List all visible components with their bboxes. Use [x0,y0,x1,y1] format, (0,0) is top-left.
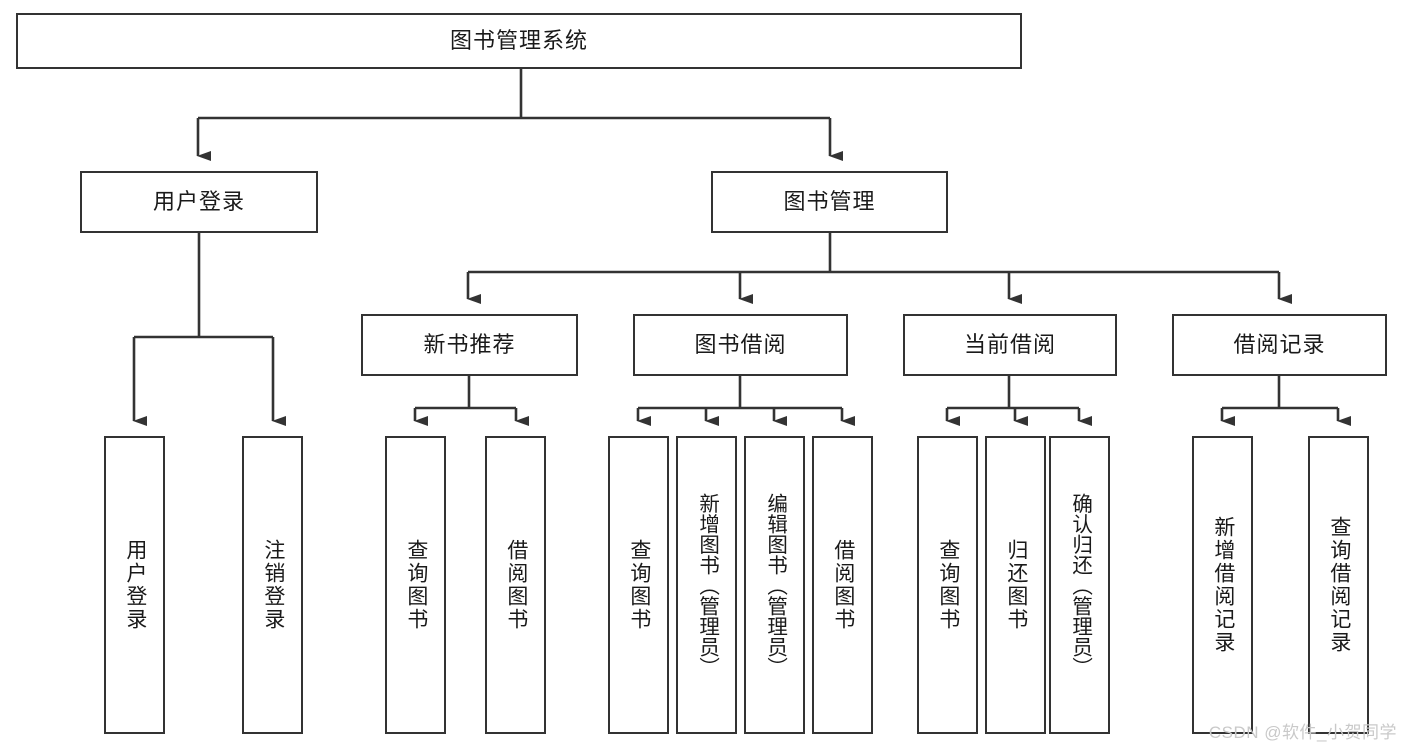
node-leaf-query-book-current-label: 查询图书 [936,539,960,631]
node-user-login[interactable]: 用户登录 [80,171,318,233]
node-leaf-query-book-rec-label: 查询图书 [404,539,428,631]
node-leaf-query-record[interactable]: 查询借阅记录 [1308,436,1369,734]
node-book-manage[interactable]: 图书管理 [711,171,948,233]
node-leaf-user-login-label: 用户登录 [123,539,147,631]
node-leaf-confirm-return-label: 确认归还（管理员） [1068,492,1092,678]
node-current-borrow[interactable]: 当前借阅 [903,314,1117,376]
node-leaf-edit-book[interactable]: 编辑图书（管理员） [744,436,805,734]
node-leaf-borrow-book[interactable]: 借阅图书 [812,436,873,734]
node-leaf-borrow-book-rec[interactable]: 借阅图书 [485,436,546,734]
node-borrow-record[interactable]: 借阅记录 [1172,314,1387,376]
node-new-book-recommend[interactable]: 新书推荐 [361,314,578,376]
node-book-borrow-label: 图书借阅 [694,331,787,357]
node-book-borrow[interactable]: 图书借阅 [633,314,848,376]
node-leaf-edit-book-label: 编辑图书（管理员） [763,492,787,678]
node-leaf-borrow-book-label: 借阅图书 [831,539,855,631]
node-leaf-logout-label: 注销登录 [261,539,285,631]
node-leaf-query-book-current[interactable]: 查询图书 [917,436,978,734]
node-leaf-query-record-label: 查询借阅记录 [1327,516,1351,654]
node-leaf-query-book-borrow[interactable]: 查询图书 [608,436,669,734]
node-leaf-add-record-label: 新增借阅记录 [1211,516,1235,654]
node-book-manage-label: 图书管理 [783,188,876,214]
node-leaf-add-record[interactable]: 新增借阅记录 [1192,436,1253,734]
node-leaf-user-login[interactable]: 用户登录 [104,436,165,734]
node-leaf-logout[interactable]: 注销登录 [242,436,303,734]
node-leaf-query-book-borrow-label: 查询图书 [627,539,651,631]
node-leaf-return-book[interactable]: 归还图书 [985,436,1046,734]
node-user-login-label: 用户登录 [152,188,245,214]
node-new-book-recommend-label: 新书推荐 [423,331,516,357]
csdn-watermark: CSDN @软件_小贺同学 [1208,723,1397,742]
node-leaf-confirm-return[interactable]: 确认归还（管理员） [1049,436,1110,734]
node-current-borrow-label: 当前借阅 [963,331,1056,357]
node-leaf-add-book-label: 新增图书（管理员） [695,492,719,678]
node-leaf-borrow-book-rec-label: 借阅图书 [504,539,528,631]
node-borrow-record-label: 借阅记录 [1233,331,1326,357]
node-root-label: 图书管理系统 [449,27,588,53]
node-root[interactable]: 图书管理系统 [16,13,1022,69]
node-leaf-return-book-label: 归还图书 [1004,539,1028,631]
node-leaf-query-book-rec[interactable]: 查询图书 [385,436,446,734]
node-leaf-add-book[interactable]: 新增图书（管理员） [676,436,737,734]
